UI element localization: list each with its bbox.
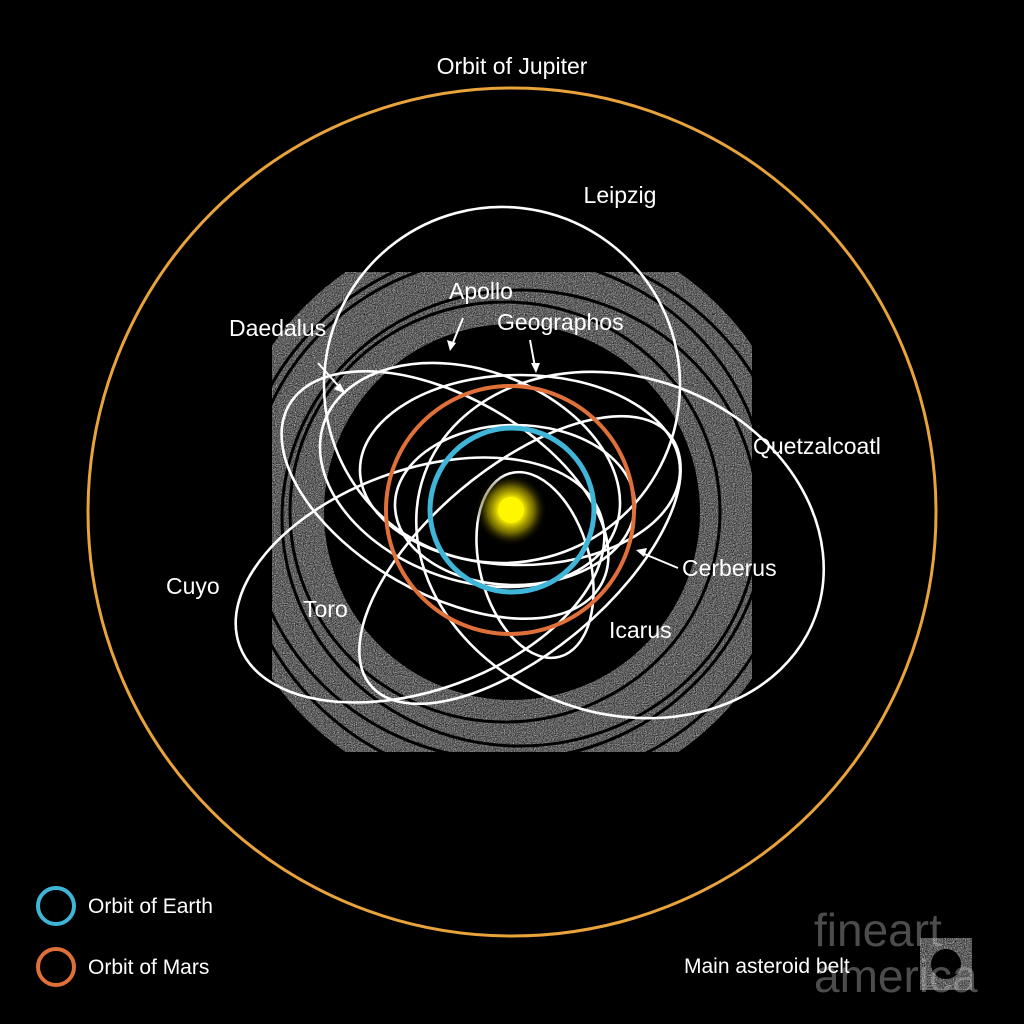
legend-belt-label: Main asteroid belt bbox=[684, 955, 850, 978]
legend-mars-swatch bbox=[38, 949, 74, 985]
label-leipzig: Leipzig bbox=[584, 182, 657, 208]
label-toro: Toro bbox=[303, 596, 348, 622]
label-cerberus: Cerberus bbox=[682, 555, 777, 581]
label-icarus: Icarus bbox=[609, 617, 672, 643]
label-geographos: Geographos bbox=[497, 309, 624, 335]
legend-earth-label: Orbit of Earth bbox=[88, 895, 213, 918]
title: Orbit of Jupiter bbox=[437, 53, 588, 79]
label-apollo: Apollo bbox=[449, 278, 513, 304]
label-quetzalcoatl: Quetzalcoatl bbox=[753, 433, 881, 459]
sun bbox=[475, 474, 547, 546]
legend-earth-swatch bbox=[38, 888, 74, 924]
legend-mars-label: Orbit of Mars bbox=[88, 956, 209, 979]
label-daedalus: Daedalus bbox=[229, 315, 326, 341]
label-cuyo: Cuyo bbox=[166, 573, 220, 599]
legend: Orbit of Earth Orbit of Mars fineart ame… bbox=[38, 888, 978, 1002]
